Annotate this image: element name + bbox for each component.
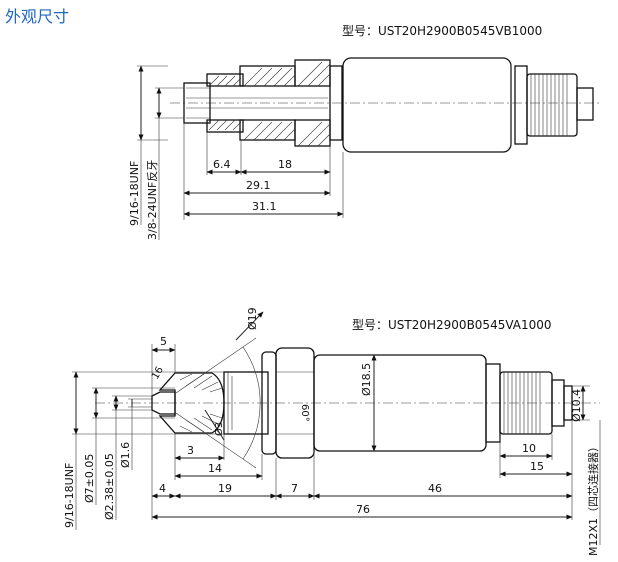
bottom-dim-14: 14 xyxy=(208,462,222,475)
bottom-dim-dia7: Ø7±0.05 xyxy=(83,454,96,503)
top-thread-outer: 9/16-18UNF xyxy=(128,161,141,226)
top-model-label: 型号：UST20H2900B0545VB1000 xyxy=(342,24,543,38)
bottom-dim-76: 76 xyxy=(356,503,370,516)
bottom-sensor-drawing: 60° Ø19 5 16 Ø18.5 Ø3 Ø10.4 3 14 xyxy=(63,307,601,556)
top-dim-6-4: 6.4 xyxy=(213,158,231,171)
bottom-dim-dia3: Ø3 xyxy=(213,422,225,436)
top-dim-31-1: 31.1 xyxy=(252,200,277,213)
bottom-dim-4: 4 xyxy=(159,482,166,495)
bottom-dim-5: 5 xyxy=(160,335,167,348)
bottom-dim-dia2-38: Ø2.38±0.05 xyxy=(103,453,116,520)
bottom-dim-3: 3 xyxy=(187,444,194,457)
bottom-connector-label: M12X1（四芯连接器） xyxy=(586,441,600,556)
bottom-dim-dia10-4: Ø10.4 xyxy=(570,389,583,422)
bottom-dim-60deg: 60° xyxy=(299,404,310,422)
bottom-dim-19: 19 xyxy=(218,482,232,495)
bottom-model-label: 型号：UST20H2900B0545VA1000 xyxy=(352,318,552,332)
top-thread-inner: 3/8-24UNF反牙 xyxy=(146,160,159,240)
bottom-dim-dia19: Ø19 xyxy=(246,307,259,330)
top-dim-29-1: 29.1 xyxy=(246,179,271,192)
bottom-dim-7: 7 xyxy=(291,482,298,495)
page-title: 外观尺寸 xyxy=(5,7,70,26)
bottom-dim-10: 10 xyxy=(522,442,536,455)
bottom-dim-15: 15 xyxy=(530,460,544,473)
bottom-dim-dia1-6: Ø1.6 xyxy=(119,442,132,468)
top-sensor-drawing: 6.4 18 29.1 31.1 9/16-18UNF 3/8-24UNF反牙 xyxy=(128,57,600,240)
bottom-dim-16: 16 xyxy=(150,365,166,382)
bottom-thread: 9/16-18UNF xyxy=(63,463,76,528)
top-dim-18: 18 xyxy=(278,158,292,171)
bottom-dim-46: 46 xyxy=(428,482,442,495)
top-fitting-section xyxy=(206,59,343,147)
bottom-dim-dia18-5: Ø18.5 xyxy=(360,363,373,396)
